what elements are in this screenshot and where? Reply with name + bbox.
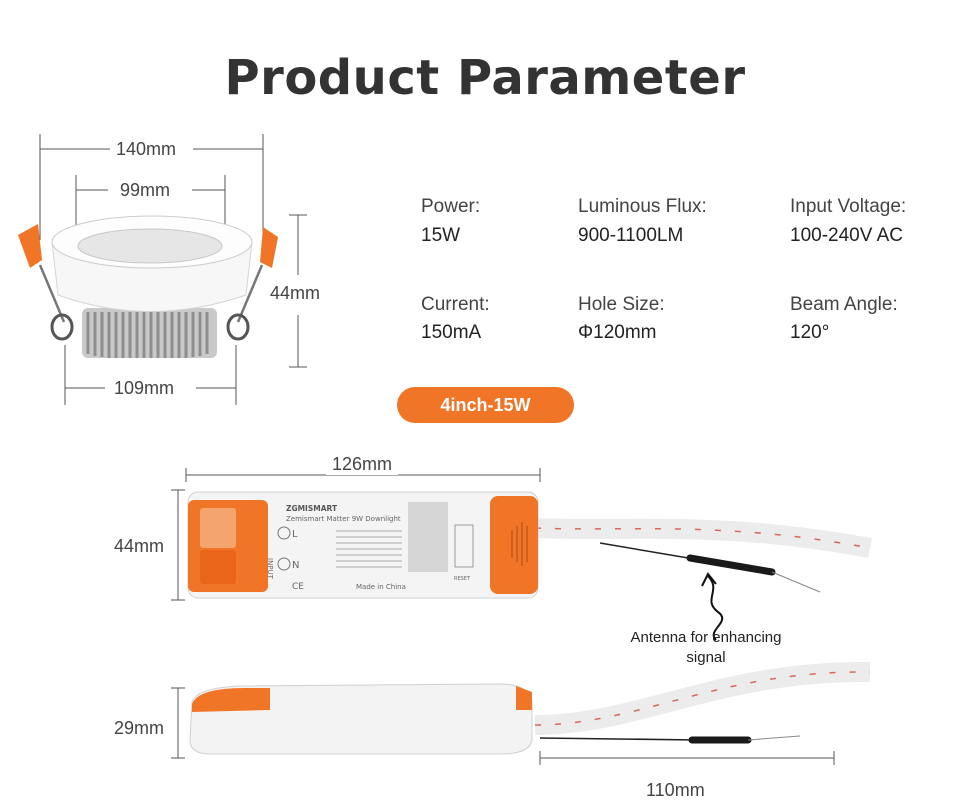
param-value-luminous-flux: 900-1100LM — [578, 225, 684, 246]
height-label: 44mm — [264, 283, 327, 304]
param-value-current: 150mA — [421, 322, 482, 343]
page-title: Product Parameter — [224, 50, 746, 106]
driver-brand: ZGMISMART — [286, 504, 338, 513]
param-value-input-voltage: 100-240V AC — [790, 225, 904, 246]
driver-product-line: Zemismart Matter 9W Downlight — [286, 515, 401, 523]
downlight-drawing — [18, 134, 307, 405]
driver-drawing: ZGMISMART Zemismart Matter 9W Downlight … — [171, 468, 872, 765]
heatsink-width-label: 109mm — [108, 378, 181, 399]
heatsink — [82, 308, 217, 358]
outer-diameter-label: 140mm — [110, 139, 183, 160]
driver-input-l: L — [292, 529, 298, 540]
driver-width-label: 44mm — [108, 536, 171, 557]
param-value-hole-size: Φ120mm — [578, 322, 657, 343]
param-label-beam-angle: Beam Angle: — [790, 294, 898, 315]
param-label-input-voltage: Input Voltage: — [790, 196, 907, 217]
param-label-current: Current: — [421, 294, 490, 315]
driver-length-label: 126mm — [326, 454, 399, 475]
driver-input-side: INPUT — [266, 558, 274, 580]
driver-made-in: Made in China — [356, 583, 406, 591]
param-label-power: Power: — [421, 196, 481, 217]
param-label-hole-size: Hole Size: — [578, 294, 665, 315]
antenna-note: Antenna for enhancing signal — [630, 629, 782, 666]
inner-diameter-label: 99mm — [114, 180, 177, 201]
driver-input-n: N — [292, 560, 299, 571]
driver-side — [189, 683, 533, 755]
antenna-arrow — [707, 575, 724, 641]
cable-length-label: 110mm — [640, 780, 711, 801]
driver-thickness-label: 29mm — [108, 718, 171, 739]
model-badge: 4inch-15W — [397, 387, 574, 423]
param-value-power: 15W — [421, 225, 461, 246]
param-value-beam-angle: 120° — [790, 322, 830, 343]
driver-ce-mark: CE — [292, 582, 304, 592]
driver-reset: RESET — [454, 576, 471, 582]
spring-clips — [18, 224, 278, 341]
param-label-luminous-flux: Luminous Flux: — [578, 196, 707, 217]
driver-top: ZGMISMART Zemismart Matter 9W Downlight … — [187, 491, 539, 599]
